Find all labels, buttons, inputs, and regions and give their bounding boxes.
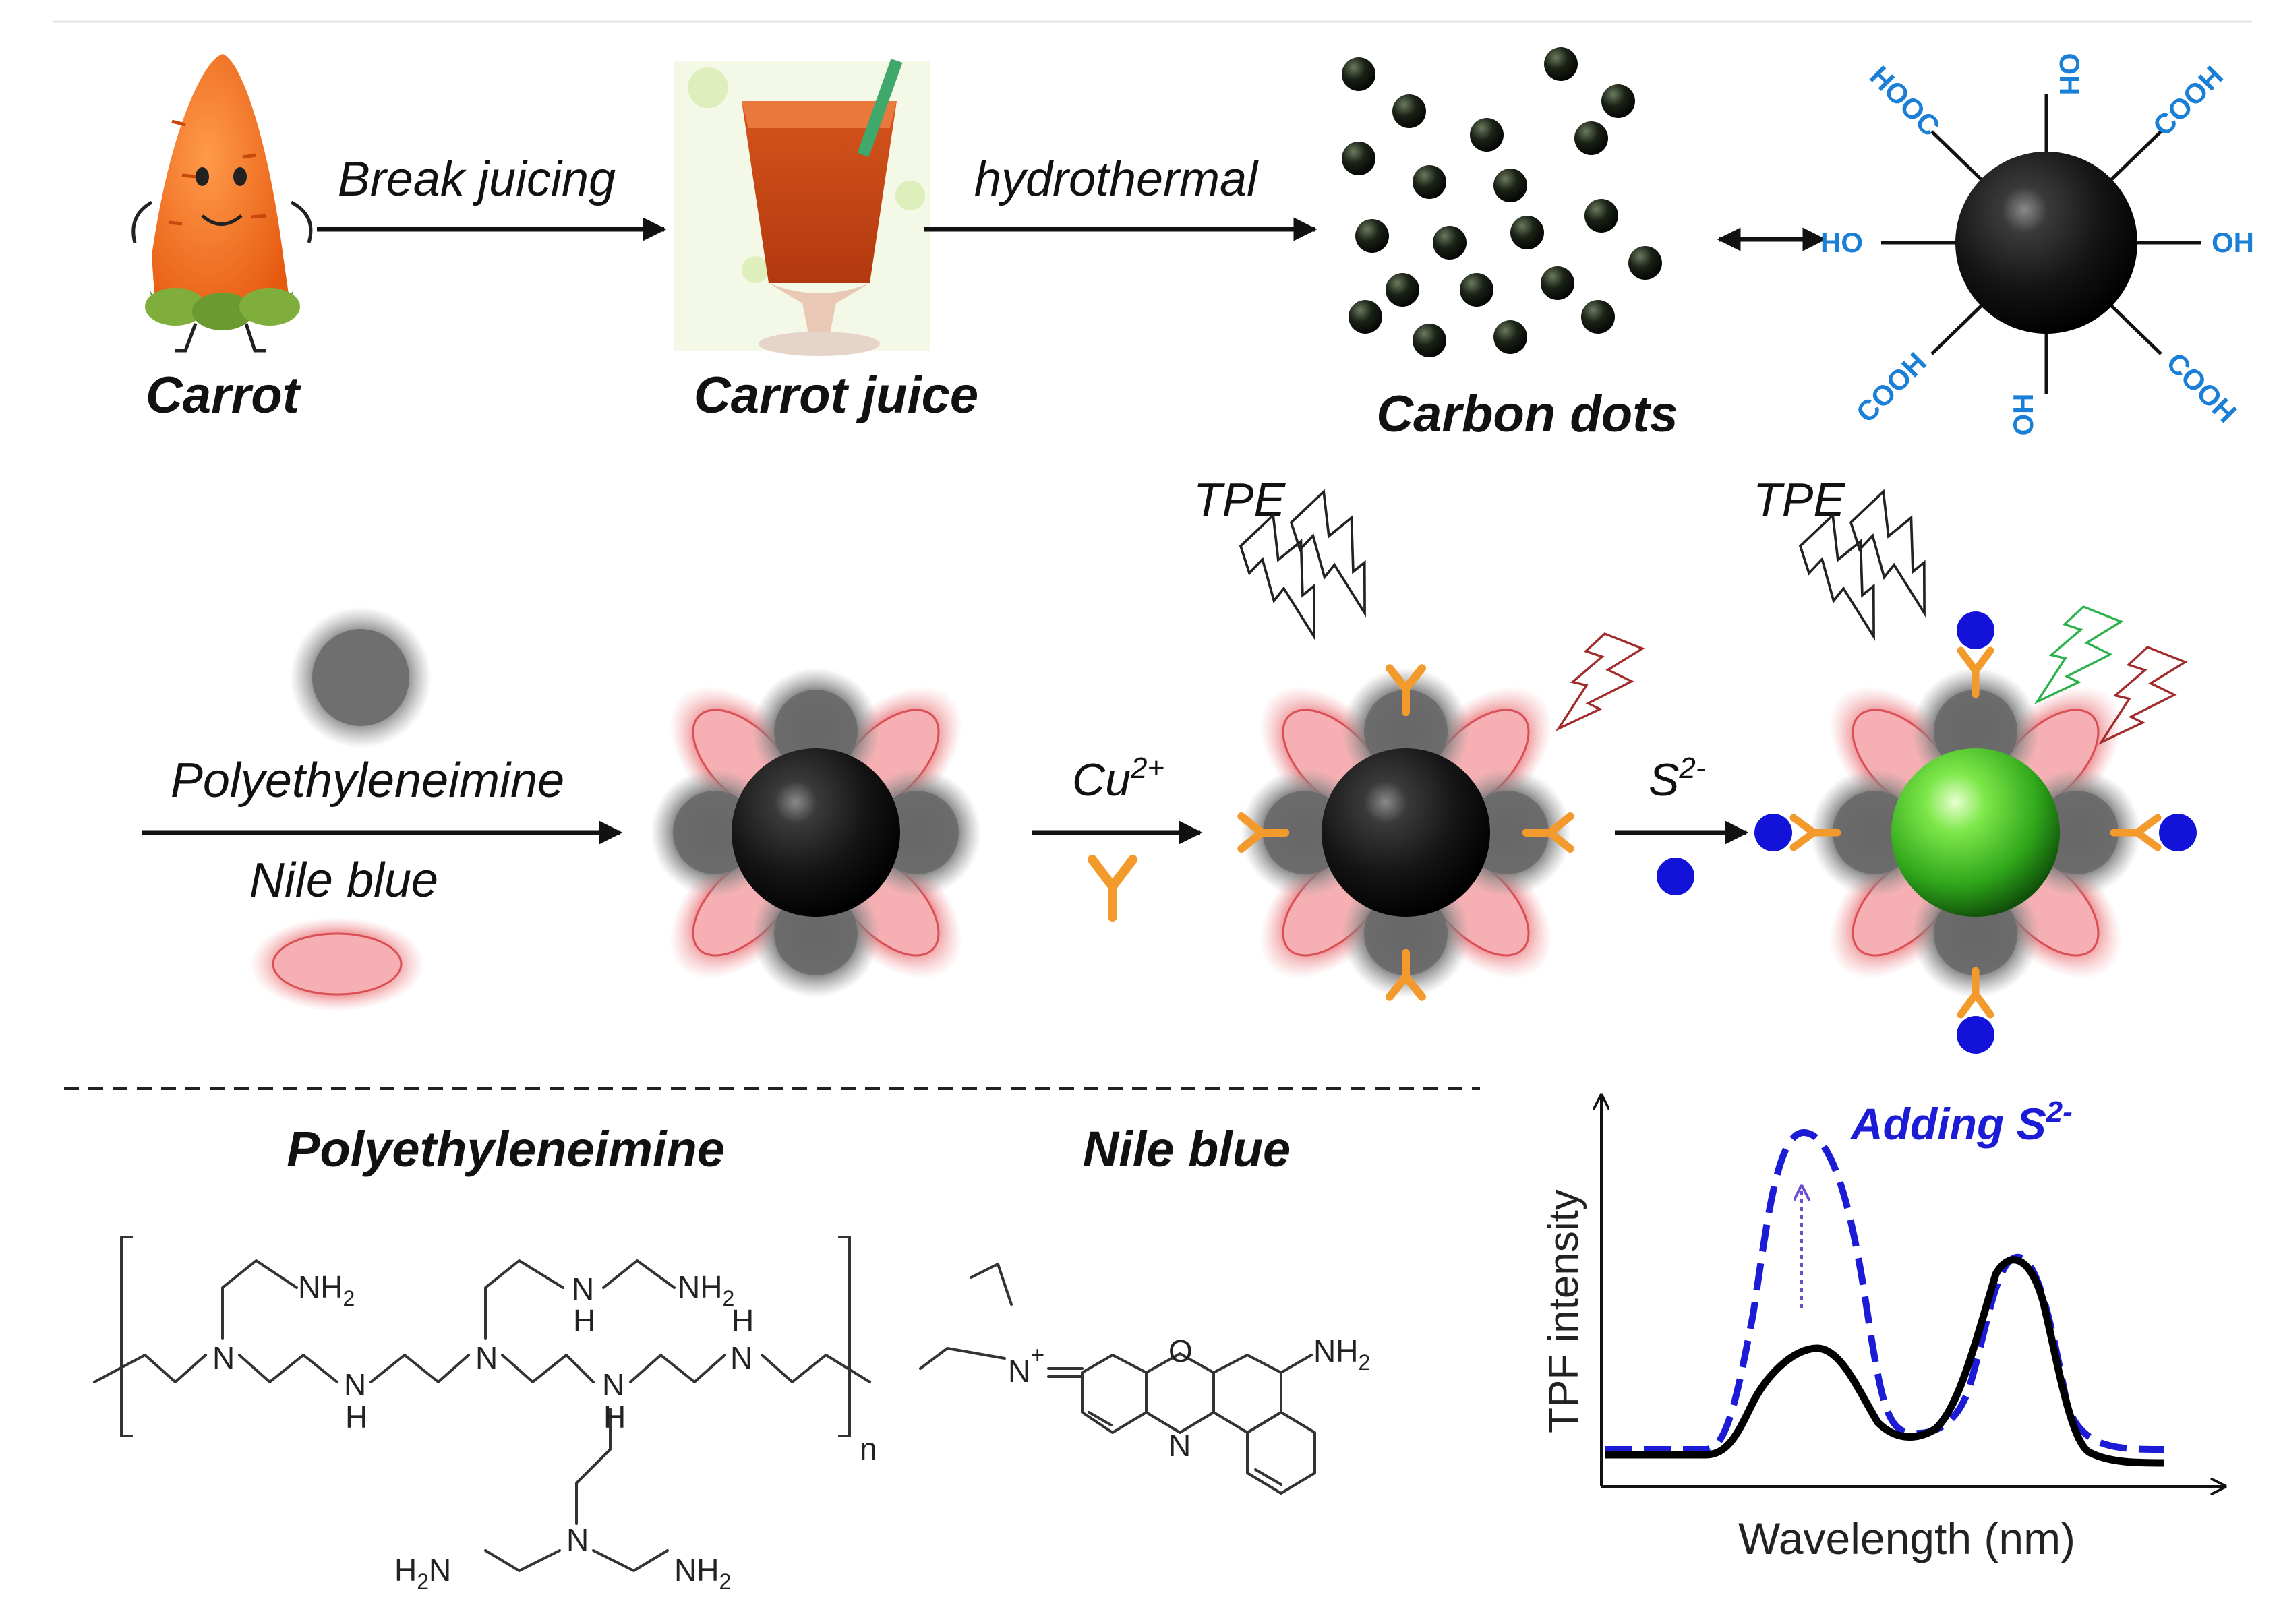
carbon-dot <box>1493 320 1527 354</box>
lightning-bolt-icon <box>1798 512 1875 641</box>
probe-cu-quenched <box>1237 664 1574 1001</box>
chart-y-label: TPF intensity <box>1541 1189 1587 1433</box>
pei-atom-h2n: H2N <box>394 1553 451 1594</box>
group-top-right: COOH <box>2147 60 2229 142</box>
pei-structure: N NH2 N H N N H NH2 N H H N N H2N NH2 n <box>93 1236 877 1594</box>
carrot-juice-illustration <box>674 58 930 356</box>
nile-blue-legend-ellipse <box>249 917 425 1011</box>
pei-legend-sphere <box>290 607 432 748</box>
group-top-left: HOOC <box>1864 60 1946 142</box>
core-particle <box>1891 748 2060 917</box>
carbon-dot <box>1386 273 1419 307</box>
cu-sulfide-complex <box>2110 814 2197 851</box>
cu-sulfide-complex <box>1957 967 1994 1054</box>
group-right: OH <box>2212 227 2254 258</box>
sulfide-legend-dot <box>1657 858 1694 895</box>
pei-atom-nh2-1: NH2 <box>298 1269 355 1311</box>
group-top: OH <box>2054 53 2085 96</box>
pei-atom-n1: N <box>212 1340 235 1375</box>
group-bottom-left: COOH <box>1850 347 1932 429</box>
pei-legend-label: Polyethyleneimine <box>171 754 564 808</box>
pei-atom-h5: H <box>603 1400 626 1435</box>
carbon-dot <box>1541 266 1574 300</box>
nile-atom-n-plus: N+ <box>1008 1341 1044 1389</box>
probe-cd-pei-nile-blue <box>651 667 981 998</box>
lightning-bolt-icon <box>1239 512 1315 641</box>
carbon-dot <box>1413 165 1446 199</box>
pei-atom-n6: N <box>730 1340 752 1375</box>
carbon-dot <box>1628 246 1662 280</box>
carbon-dot <box>1574 121 1608 155</box>
pei-atom-nh2-2: NH2 <box>678 1269 734 1311</box>
carbon-dots-illustration <box>1342 47 1662 357</box>
cu-sulfide-complex <box>1754 814 1841 851</box>
lightning-bolt-icon <box>2098 646 2188 745</box>
core-particle <box>732 748 900 917</box>
hydrothermal-label: hydrothermal <box>974 152 1259 206</box>
pei-atom-n3: N <box>475 1340 498 1375</box>
pei-structure-title: Polyethyleneimine <box>287 1121 725 1177</box>
carbon-dot <box>1581 300 1615 334</box>
carrot-juice-label: Carrot juice <box>694 367 978 424</box>
carbon-dot <box>1460 273 1493 307</box>
pei-atom-n2: N <box>344 1367 366 1402</box>
carbon-dot <box>1493 169 1527 202</box>
carrot-illustration <box>131 54 313 353</box>
carbon-dot <box>1342 57 1375 91</box>
lightning-bolts <box>1239 489 2188 745</box>
cu-linker-legend <box>1088 855 1137 922</box>
tpf-spectrum-chart: Adding S2- TPF intensity Wavelength (nm) <box>1541 1095 2225 1563</box>
nile-atom-o: O <box>1168 1333 1193 1369</box>
break-juicing-label: Break juicing <box>338 152 616 206</box>
cu-label: Cu2+ <box>1072 752 1164 806</box>
pei-atom-h4: H <box>573 1303 595 1338</box>
spectrum-after-sulfide <box>1605 1129 2165 1453</box>
pei-atom-nh2-3: NH2 <box>674 1553 731 1594</box>
probe-sulfide-recovered <box>1754 611 2197 1054</box>
spectrum-before-sulfide <box>1605 1256 2165 1467</box>
cu-linker <box>1386 664 1426 717</box>
lightning-bolt-icon <box>1849 489 1926 618</box>
spectrum-annotation: Adding S2- <box>1849 1095 2073 1149</box>
pei-repeat-n: n <box>860 1431 877 1466</box>
carbon-dot <box>1470 118 1504 152</box>
carbon-dot <box>1433 226 1467 260</box>
pei-atom-n7: N <box>566 1522 589 1557</box>
nile-legend-label: Nile blue <box>249 853 438 907</box>
group-bottom-right: COOH <box>2160 347 2243 429</box>
carbon-dot <box>1584 199 1618 233</box>
pei-atom-h2: H <box>345 1400 367 1435</box>
nile-atom-nh2: NH2 <box>1313 1333 1370 1375</box>
carbon-dot <box>1544 47 1578 81</box>
carrot-label: Carrot <box>146 367 301 424</box>
carbon-dot <box>1601 84 1635 118</box>
functionalized-carbon-dot: OH OH HO OH HOOC COOH COOH COOH <box>1820 53 2254 436</box>
lightning-bolt-icon <box>2034 605 2124 704</box>
carbon-dot <box>1392 94 1426 128</box>
carbon-dot <box>1342 142 1375 175</box>
group-left: HO <box>1820 227 1863 258</box>
sulfide-label: S2- <box>1649 752 1705 806</box>
core-particle <box>1322 748 1490 917</box>
carbon-dot <box>1355 219 1389 253</box>
group-bottom: OH <box>2007 394 2039 436</box>
carbon-dot <box>1413 324 1446 357</box>
cu-linker <box>1522 812 1574 853</box>
lightning-bolt-icon <box>1289 489 1366 618</box>
nile-blue-structure: N+ O N NH2 <box>919 1263 1370 1495</box>
carbon-dots-label: Carbon dots <box>1376 386 1678 443</box>
cu-sulfide-complex <box>1957 611 1994 698</box>
pei-atom-h6: H <box>732 1303 754 1338</box>
nile-atom-n: N <box>1168 1428 1191 1463</box>
pei-atom-n5: N <box>602 1367 624 1402</box>
carbon-dot <box>1349 300 1382 334</box>
chart-x-label: Wavelength (nm) <box>1738 1513 2075 1563</box>
cu-linker <box>1237 812 1290 853</box>
cu-linker <box>1386 949 1426 1001</box>
nile-structure-title: Nile blue <box>1083 1121 1291 1177</box>
carbon-dot <box>1510 216 1544 249</box>
lightning-bolt-icon <box>1555 632 1645 731</box>
pei-atom-n4: N <box>572 1271 594 1306</box>
